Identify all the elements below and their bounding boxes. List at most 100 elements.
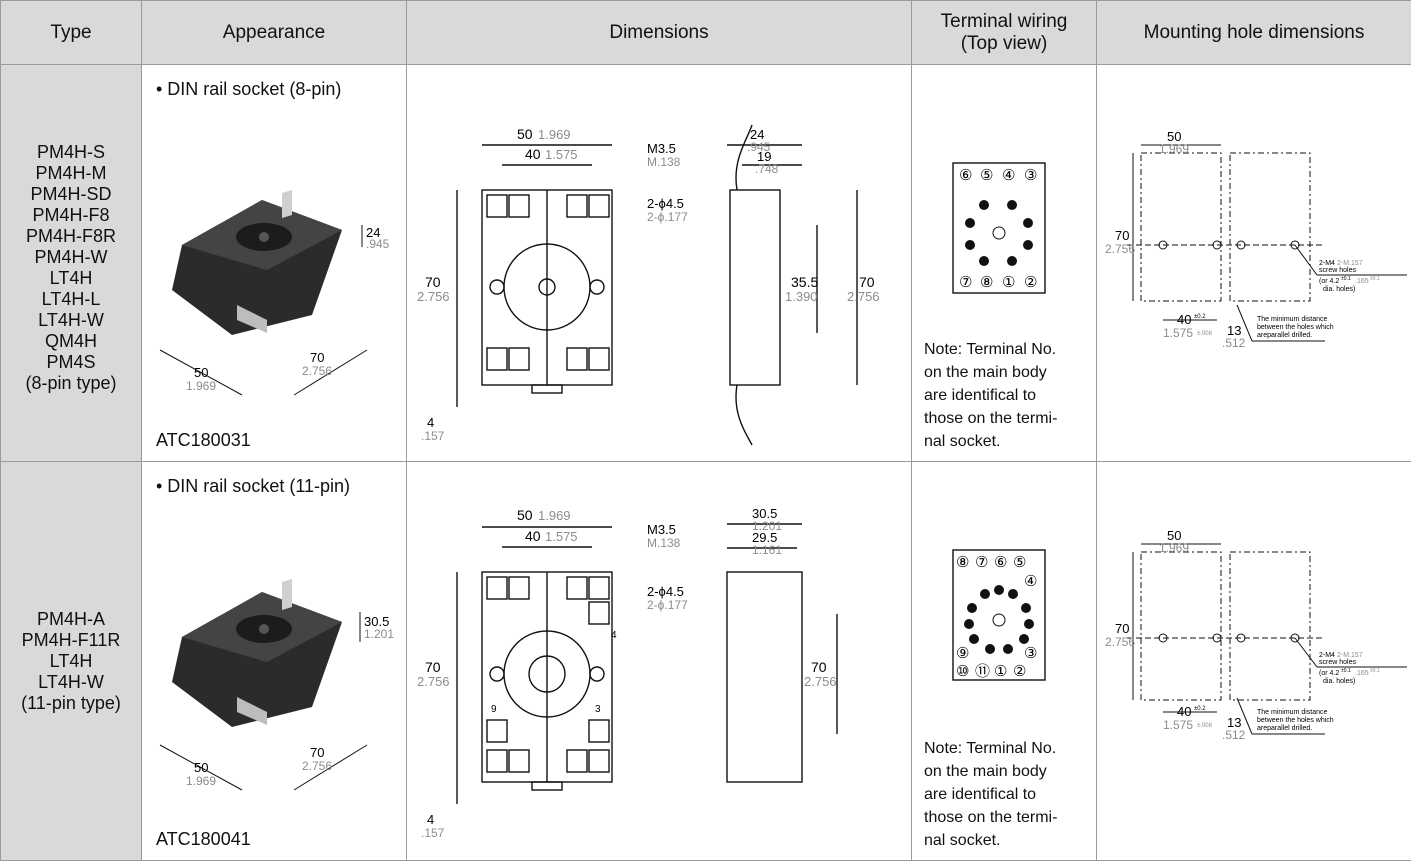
type-item: LT4H <box>49 268 93 288</box>
mnt-d13: 13 <box>1227 715 1241 730</box>
dim-s30-in: 1.201 <box>752 519 782 533</box>
dim-hole-in: 2-ϕ.177 <box>647 210 688 224</box>
type-item: LT4H-L <box>41 289 101 309</box>
dim-screw: M3.5 <box>647 522 676 537</box>
dim-w50: 50 <box>517 126 533 142</box>
wire-pin: ⑦ <box>975 554 988 571</box>
wire-pin: ⑥ <box>959 167 972 184</box>
socket-title: • DIN rail socket (8-pin) <box>156 79 342 99</box>
wire-pin: ① <box>994 663 1007 680</box>
wire-pin: ⑧ <box>956 554 969 571</box>
type-item: LT4H <box>49 650 93 671</box>
mnt-tol40-in: ±.008 <box>1197 723 1213 729</box>
wire-pin: ⑨ <box>956 645 969 662</box>
mnt-m4: 2-M4 <box>1319 652 1335 659</box>
note-line: Note: Terminal No. <box>924 341 1057 358</box>
table-row: PM4H-A PM4H-F11R LT4H LT4H-W (11-pin typ… <box>0 461 1411 861</box>
wire-pin: ③ <box>1024 645 1037 662</box>
dim-s24-in: .945 <box>747 140 771 154</box>
mnt-d40: 40 <box>1177 312 1191 327</box>
mnt-screw: screw holes <box>1319 659 1356 666</box>
type-item: PM4H-S <box>36 142 105 162</box>
mnt-w50-in: 1.969 <box>1159 142 1189 156</box>
note-line: nal socket. <box>924 832 1001 849</box>
mnt-tol-in: ±0.1 <box>1370 276 1380 282</box>
wire-pin: ⑤ <box>980 167 993 184</box>
dim-s29: 29.5 <box>752 530 777 545</box>
type-cell: PM4H-A PM4H-F11R LT4H LT4H-W (11-pin typ… <box>0 461 142 861</box>
dim-s35: 35.5 <box>791 274 818 290</box>
type-item: PM4H-SD <box>30 184 112 204</box>
type-item: PM4H-M <box>35 163 107 183</box>
dim-h70-in: 2.756 <box>417 674 450 689</box>
wire-pin: ② <box>1013 663 1026 680</box>
dim-s30: 30.5 <box>752 506 777 521</box>
app-h-in: 1.201 <box>364 627 394 641</box>
mnt-h70: 70 <box>1115 621 1129 636</box>
dim-b4-in: .157 <box>421 429 445 443</box>
type-item: PM4H-F11R <box>21 629 121 650</box>
app-h: 30.5 <box>364 614 389 629</box>
app-d-in: 2.756 <box>302 759 332 773</box>
wire-pin: ⑤ <box>1013 554 1026 571</box>
mnt-min: The minimum distance <box>1257 709 1328 716</box>
app-d: 70 <box>310 350 324 365</box>
mnt-m4: 2-M4 <box>1319 260 1335 267</box>
dim-hole: 2-ϕ4.5 <box>647 584 684 599</box>
appearance-cell: • DIN rail socket (8-pin) 50 1.969 70 2.… <box>141 64 407 462</box>
note-line: Note: Terminal No. <box>924 740 1057 757</box>
type-item: PM4H-F8R <box>25 226 116 246</box>
note-line: those on the termi- <box>924 809 1058 826</box>
wire-pin: ② <box>1024 274 1037 291</box>
mnt-m4-in: 2-M.157 <box>1337 652 1363 659</box>
dim-b4-in: .157 <box>421 826 445 840</box>
mnt-min: between the holes which <box>1257 717 1334 724</box>
wiring-note: Note: Terminal No. on the main body are … <box>924 737 1084 852</box>
type-item: (11-pin type) <box>21 692 121 713</box>
header-type: Type <box>0 0 142 65</box>
wire-pin: ③ <box>1024 167 1037 184</box>
wire-pin: ⑥ <box>994 554 1007 571</box>
dim-w40: 40 <box>525 528 541 544</box>
dim-s70-in: 2.756 <box>804 674 837 689</box>
dim-w50-in: 1.969 <box>538 508 571 523</box>
dim-s19-in: .748 <box>755 162 779 176</box>
app-w: 50 <box>194 760 208 775</box>
dim-pin9: 9 <box>491 704 497 715</box>
note-line: on the main body <box>924 763 1047 780</box>
mnt-screw: screw holes <box>1319 267 1356 274</box>
mnt-min: The minimum distance <box>1257 316 1328 323</box>
dim-pin4: 4 <box>611 630 617 641</box>
mnt-alt-in: .165 <box>1355 670 1369 677</box>
header-wiring-line2: (Top view) <box>960 32 1048 54</box>
dim-screw: M3.5 <box>647 141 676 156</box>
header-wiring-line1: Terminal wiring <box>940 10 1068 32</box>
dim-b4: 4 <box>427 812 434 827</box>
header-mounting: Mounting hole dimensions <box>1096 0 1411 65</box>
note-line: on the main body <box>924 364 1047 381</box>
dim-s29-in: 1.161 <box>752 543 782 557</box>
header-wiring: Terminal wiring(Top view) <box>911 0 1097 65</box>
mnt-d40-in: 1.575 <box>1163 718 1193 732</box>
socket-photo: 50 1.969 70 2.756 30.5 1.201 <box>159 579 394 791</box>
mnt-min: areparallel drilled. <box>1257 332 1312 339</box>
dim-h70-in: 2.756 <box>417 289 450 304</box>
dimensions-cell: 50 1.969 40 1.575 M3.5 M.138 2-ϕ4.5 2-ϕ.… <box>406 64 912 462</box>
mnt-w50: 50 <box>1167 129 1181 144</box>
dim-b4: 4 <box>427 415 434 430</box>
mnt-dia: dia. holes) <box>1323 286 1355 293</box>
dimension-drawing: 50 1.969 40 1.575 M3.5 M.138 2-ϕ4.5 2-ϕ.… <box>417 506 838 840</box>
mounting-drawing: 50 1.969 70 2.756 2-M4 2-M.157 screw hol… <box>1105 129 1407 350</box>
app-w: 50 <box>194 365 208 380</box>
mnt-d13-in: .512 <box>1222 728 1246 742</box>
dim-h70: 70 <box>425 659 441 675</box>
dim-w50-in: 1.969 <box>538 127 571 142</box>
dim-w40-in: 1.575 <box>545 529 578 544</box>
header-dimensions: Dimensions <box>406 0 912 65</box>
mnt-h70-in: 2.756 <box>1105 242 1135 256</box>
dim-s70-in: 2.756 <box>847 289 880 304</box>
note-line: are identifical to <box>924 387 1037 404</box>
dim-w40-in: 1.575 <box>545 147 578 162</box>
dim-hole-in: 2-ϕ.177 <box>647 598 688 612</box>
dim-s19: 19 <box>757 149 771 164</box>
